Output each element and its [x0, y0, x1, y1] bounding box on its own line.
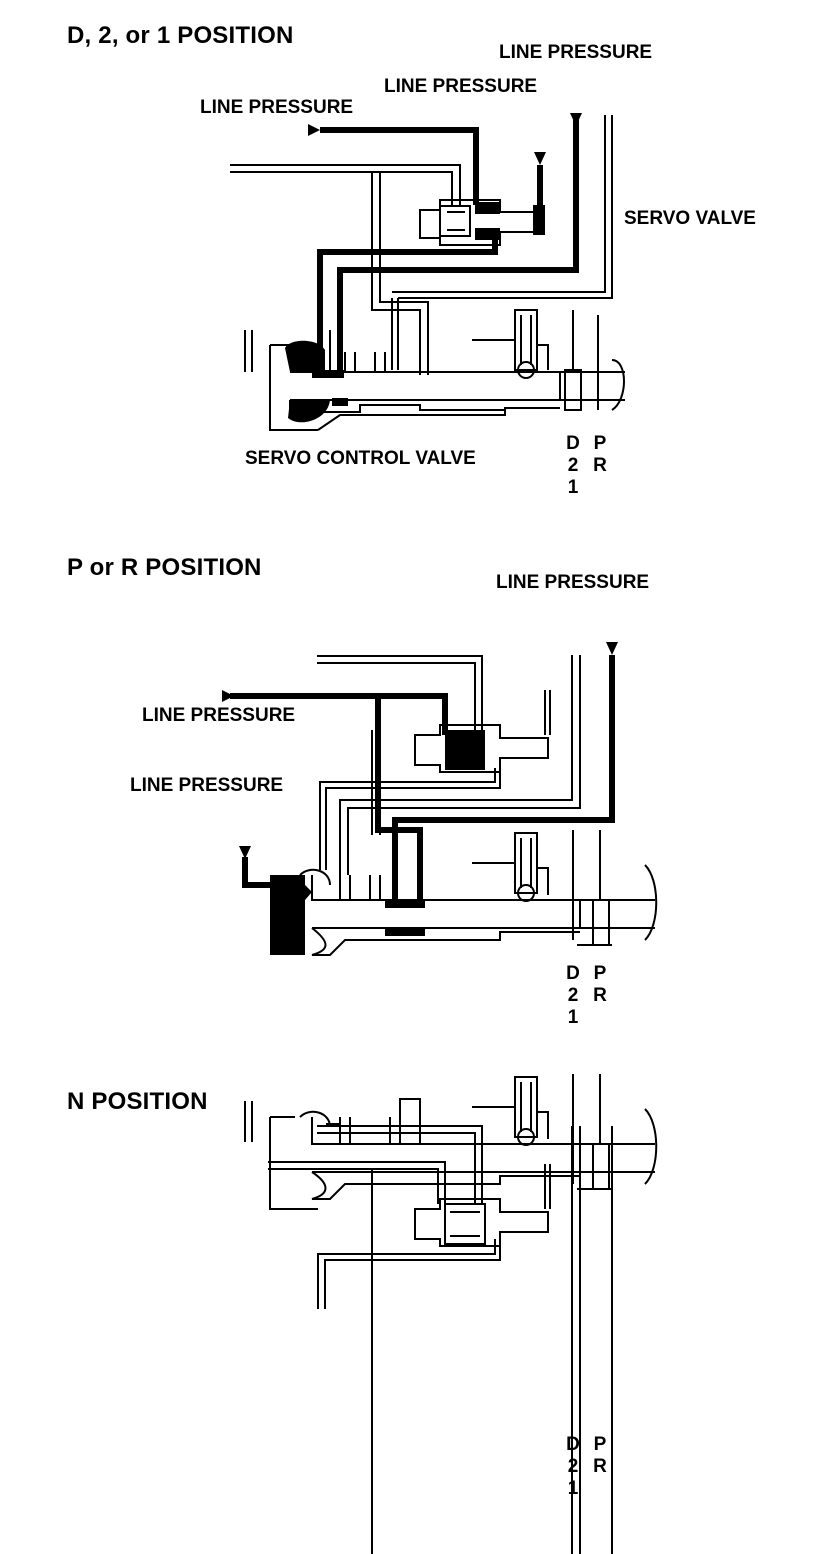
selector-1: 1: [567, 1478, 579, 1499]
selector-d: D: [566, 433, 580, 454]
selector-2: 2: [567, 985, 579, 1006]
diagram-d21-position: D, 2, or 1 POSITION LINE PRESSURE LINE P…: [0, 0, 816, 520]
selector-p: P: [593, 963, 607, 984]
selector-2: 2: [567, 1456, 579, 1477]
hydraulic-schematic: [230, 113, 625, 431]
selector-r: R: [593, 1456, 607, 1477]
selector-r: R: [593, 985, 607, 1006]
selector-r: R: [593, 455, 607, 476]
diagram-title: P or R POSITION: [67, 554, 262, 581]
selector-d: D: [566, 1434, 580, 1455]
selector-1: 1: [567, 477, 579, 498]
hydraulic-schematic: [222, 642, 658, 956]
selector-1: 1: [567, 1007, 579, 1028]
valve-body-n-lines: [244, 1074, 658, 1210]
servo-valve-label: SERVO VALVE: [624, 208, 756, 229]
line-pressure-label-left: LINE PRESSURE: [142, 705, 296, 726]
line-pressure-label-left: LINE PRESSURE: [200, 97, 354, 118]
diagram-n-position: N POSITION: [0, 1064, 816, 1554]
diagram-title: N POSITION: [67, 1088, 208, 1115]
line-pressure-label-lower: LINE PRESSURE: [130, 775, 284, 796]
diagram-title: D, 2, or 1 POSITION: [67, 22, 294, 49]
selector-2: 2: [567, 455, 579, 476]
diagram-pr-position: P or R POSITION LINE PRESSURE LINE PRESS…: [0, 530, 816, 1050]
selector-p: P: [593, 1434, 607, 1455]
selector-p: P: [593, 433, 607, 454]
selector-d: D: [566, 963, 580, 984]
line-pressure-label-right: LINE PRESSURE: [499, 42, 653, 63]
line-pressure-label-mid: LINE PRESSURE: [384, 76, 538, 97]
servo-control-valve-label: SERVO CONTROL VALVE: [245, 448, 476, 469]
line-pressure-label-top: LINE PRESSURE: [496, 572, 650, 593]
